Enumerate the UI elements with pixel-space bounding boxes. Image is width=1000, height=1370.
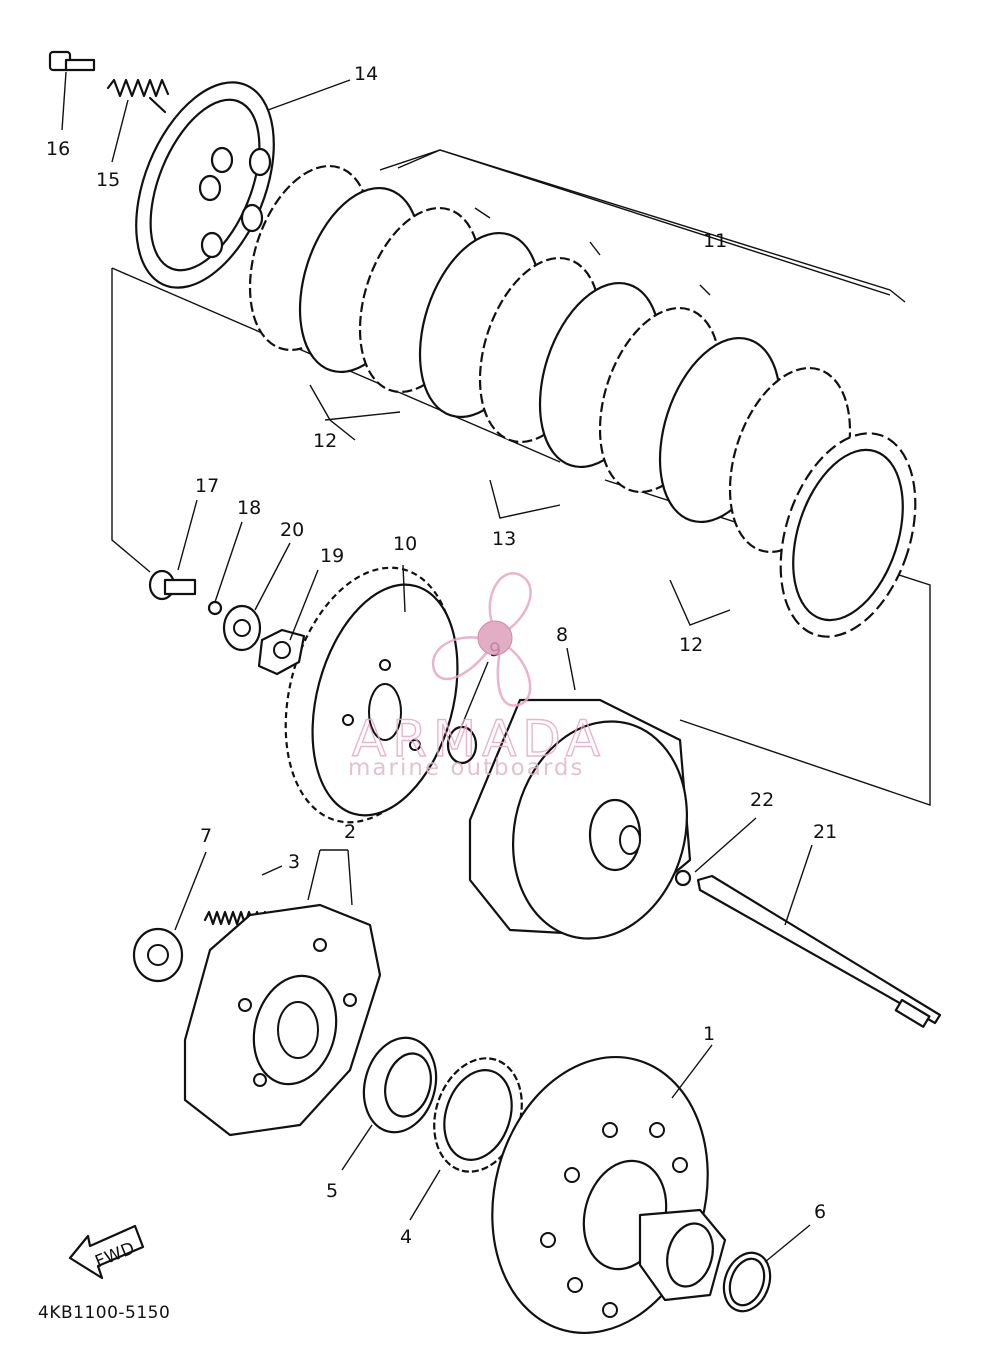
leader-12b bbox=[669, 579, 731, 626]
friction-plate-stack bbox=[248, 164, 917, 638]
leader-12a bbox=[309, 384, 401, 441]
callout-17: 17 bbox=[195, 475, 219, 497]
centrifugal-clutch-carrier bbox=[183, 903, 382, 1137]
forward-direction-arrow: FWD bbox=[68, 1224, 145, 1280]
callout-13: 13 bbox=[492, 528, 516, 550]
callout-4: 4 bbox=[400, 1226, 412, 1248]
callout-10: 10 bbox=[393, 533, 417, 555]
assembly-outline-upper bbox=[379, 149, 906, 303]
callout-14: 14 bbox=[354, 63, 378, 85]
callout-8: 8 bbox=[556, 624, 568, 646]
callout-21: 21 bbox=[813, 821, 837, 843]
primary-driven-gear bbox=[284, 566, 459, 824]
watermark-subtitle: marine outboards bbox=[348, 755, 584, 781]
push-rod bbox=[696, 874, 942, 1028]
pressure-plate bbox=[135, 81, 275, 289]
callout-18: 18 bbox=[237, 497, 261, 519]
clutch-drum bbox=[491, 1055, 727, 1335]
callout-2: 2 bbox=[344, 821, 356, 843]
callout-6: 6 bbox=[814, 1201, 826, 1223]
callout-22: 22 bbox=[750, 789, 774, 811]
drawing-code: 4KB1100-5150 bbox=[38, 1303, 170, 1323]
pressure-plate-bolt bbox=[48, 50, 96, 72]
callout-12-lower: 12 bbox=[679, 634, 703, 656]
nut-20 bbox=[222, 604, 262, 652]
leader-11 bbox=[397, 149, 891, 296]
spacer-bolt bbox=[148, 569, 197, 601]
propeller-logo bbox=[431, 572, 532, 707]
armada-watermark: ARMADA marine outboards bbox=[348, 572, 606, 781]
o-ring-6 bbox=[722, 1251, 772, 1313]
callout-20: 20 bbox=[280, 519, 304, 541]
callout-11: 11 bbox=[703, 230, 727, 252]
callout-7: 7 bbox=[200, 825, 212, 847]
callout-3: 3 bbox=[288, 851, 300, 873]
clutch-housing bbox=[468, 698, 692, 940]
callout-15: 15 bbox=[96, 169, 120, 191]
callout-16: 16 bbox=[46, 138, 70, 160]
one-way-clutch bbox=[433, 1057, 523, 1173]
lock-washer bbox=[257, 628, 306, 676]
o-ring-small bbox=[207, 600, 223, 616]
callout-5: 5 bbox=[326, 1180, 338, 1202]
ball-22 bbox=[674, 869, 692, 887]
watermark-title: ARMADA bbox=[352, 710, 606, 768]
callout-1: 1 bbox=[703, 1023, 715, 1045]
leader-13 bbox=[489, 479, 561, 519]
callout-12-upper: 12 bbox=[313, 430, 337, 452]
circlip bbox=[446, 661, 489, 765]
clutch-spring bbox=[106, 78, 170, 114]
callout-19: 19 bbox=[320, 545, 344, 567]
leader-lines bbox=[61, 71, 813, 1263]
nut-7 bbox=[132, 927, 184, 983]
bearing-5 bbox=[362, 1036, 438, 1134]
callouts: 1 2 3 4 5 6 7 8 9 10 11 12 12 13 14 15 1… bbox=[46, 63, 837, 1248]
